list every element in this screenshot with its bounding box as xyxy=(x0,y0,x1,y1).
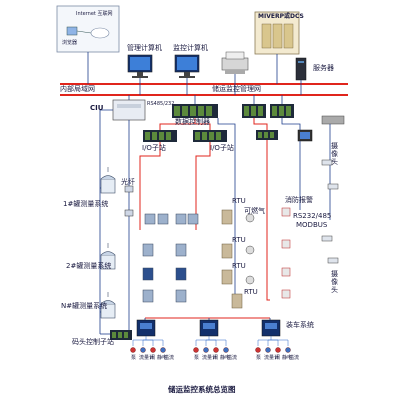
rtu-cabinet-1 xyxy=(221,209,233,225)
io-substation-1-label: I/O子站 xyxy=(142,144,166,152)
monitor-net-label: 储运监控管理网 xyxy=(212,85,261,93)
internet-label: Internet 互联网 xyxy=(76,11,113,17)
mgmt-pc-label: 管理计算机 xyxy=(127,44,162,52)
bay-1-label-flowmeter: 流量计 xyxy=(139,355,155,361)
monitor-computer-icon xyxy=(174,54,200,78)
bay-2-label-overflow: 溢流 xyxy=(227,355,238,361)
tank-n xyxy=(100,292,116,319)
bay-2-label-pump: 泵 xyxy=(194,355,200,361)
field-instruments-2 xyxy=(175,213,199,303)
bay-3-label-valve: 阀 xyxy=(275,355,281,361)
bay-3-label-flowmeter: 流量计 xyxy=(264,355,280,361)
rtu-label-1: RTU xyxy=(232,197,246,205)
io-rack-right xyxy=(256,130,278,140)
rs485-modbus-label-1: RS232/485 xyxy=(293,212,332,220)
cloud-icon xyxy=(90,27,110,39)
tank-2 xyxy=(100,243,116,270)
browser-computer-icon xyxy=(66,26,78,36)
tank-1 xyxy=(100,167,116,194)
browser-label: 浏览器 xyxy=(62,40,78,46)
rtu-cabinet-2 xyxy=(221,243,233,259)
fiber-converter-2 xyxy=(124,209,134,217)
bay-3-label-overflow: 溢流 xyxy=(289,355,300,361)
server-label: 服务器 xyxy=(313,64,334,72)
plc-rack-3 xyxy=(270,104,294,118)
ciu-box xyxy=(112,99,146,121)
monitor-pc-label: 监控计算机 xyxy=(173,44,208,52)
camera-controller xyxy=(321,115,345,125)
gas-label: 可燃气 xyxy=(244,207,265,215)
rtu-label-3: RTU xyxy=(232,262,246,270)
plc-rack-main xyxy=(172,104,218,118)
dock-label: 码头控制子站 xyxy=(72,338,114,346)
rs485-modbus-label-2: MODBUS xyxy=(296,221,328,229)
tank-n-label: N#罐测量系统 xyxy=(61,302,108,310)
fiber-label: 光纤 xyxy=(121,178,135,186)
bay-3-label-static: 静电 xyxy=(282,355,293,361)
bay-devices xyxy=(130,347,291,353)
bay-1-label-pump: 泵 xyxy=(131,355,137,361)
loading-bay-3 xyxy=(261,319,281,337)
bay-2-label-flowmeter: 流量计 xyxy=(202,355,218,361)
rtu-label-2: RTU xyxy=(232,236,246,244)
io-substation-2-label: I/O子站 xyxy=(210,144,234,152)
camera-icons xyxy=(321,159,339,264)
fiber-converter-1 xyxy=(124,185,134,193)
mgmt-computer-icon xyxy=(127,54,153,78)
io-substation-1 xyxy=(143,130,177,142)
loading-bay-1 xyxy=(136,319,156,337)
dcs-label: MIVERP或DCS xyxy=(258,13,304,20)
bay-2-label-valve: 阀 xyxy=(213,355,219,361)
data-controller-label: 数据控制器 xyxy=(175,118,210,126)
bay-1-label-valve: 阀 xyxy=(150,355,156,361)
tank-2-label: 2#罐测量系统 xyxy=(66,262,112,270)
printer-icon xyxy=(221,51,249,74)
plc-rack-2 xyxy=(242,104,266,118)
rtu-cabinet-3 xyxy=(221,269,233,285)
io-substation-2 xyxy=(193,130,227,142)
camera-label-1: 摄像头 xyxy=(331,142,338,166)
dock-controller xyxy=(110,330,132,340)
camera-label-2: 摄像头 xyxy=(331,270,338,294)
bay-1-label-static: 静电 xyxy=(157,355,168,361)
loading-system-label: 装车系统 xyxy=(286,321,314,329)
rtu-label-4: RTU xyxy=(244,288,258,296)
bay-1-label-overflow: 溢流 xyxy=(164,355,175,361)
fire-alarm-devices xyxy=(281,207,291,299)
bay-2-label-static: 静电 xyxy=(220,355,231,361)
fire-alarm-label: 消防报警 xyxy=(285,196,313,204)
diagram-title: 储运监控系统总览图 xyxy=(168,385,236,394)
loading-bay-2 xyxy=(199,319,219,337)
tank-1-label: 1#罐测量系统 xyxy=(63,200,109,208)
rs485-label: RS485/232 xyxy=(147,101,175,107)
gas-detectors xyxy=(245,213,255,285)
bay-3-label-pump: 泵 xyxy=(256,355,262,361)
field-instruments-1 xyxy=(142,213,169,303)
ciu-label: CIU xyxy=(90,104,104,112)
rtu-cabinet-4 xyxy=(231,293,243,309)
intranet-label: 内部局域网 xyxy=(60,85,95,93)
